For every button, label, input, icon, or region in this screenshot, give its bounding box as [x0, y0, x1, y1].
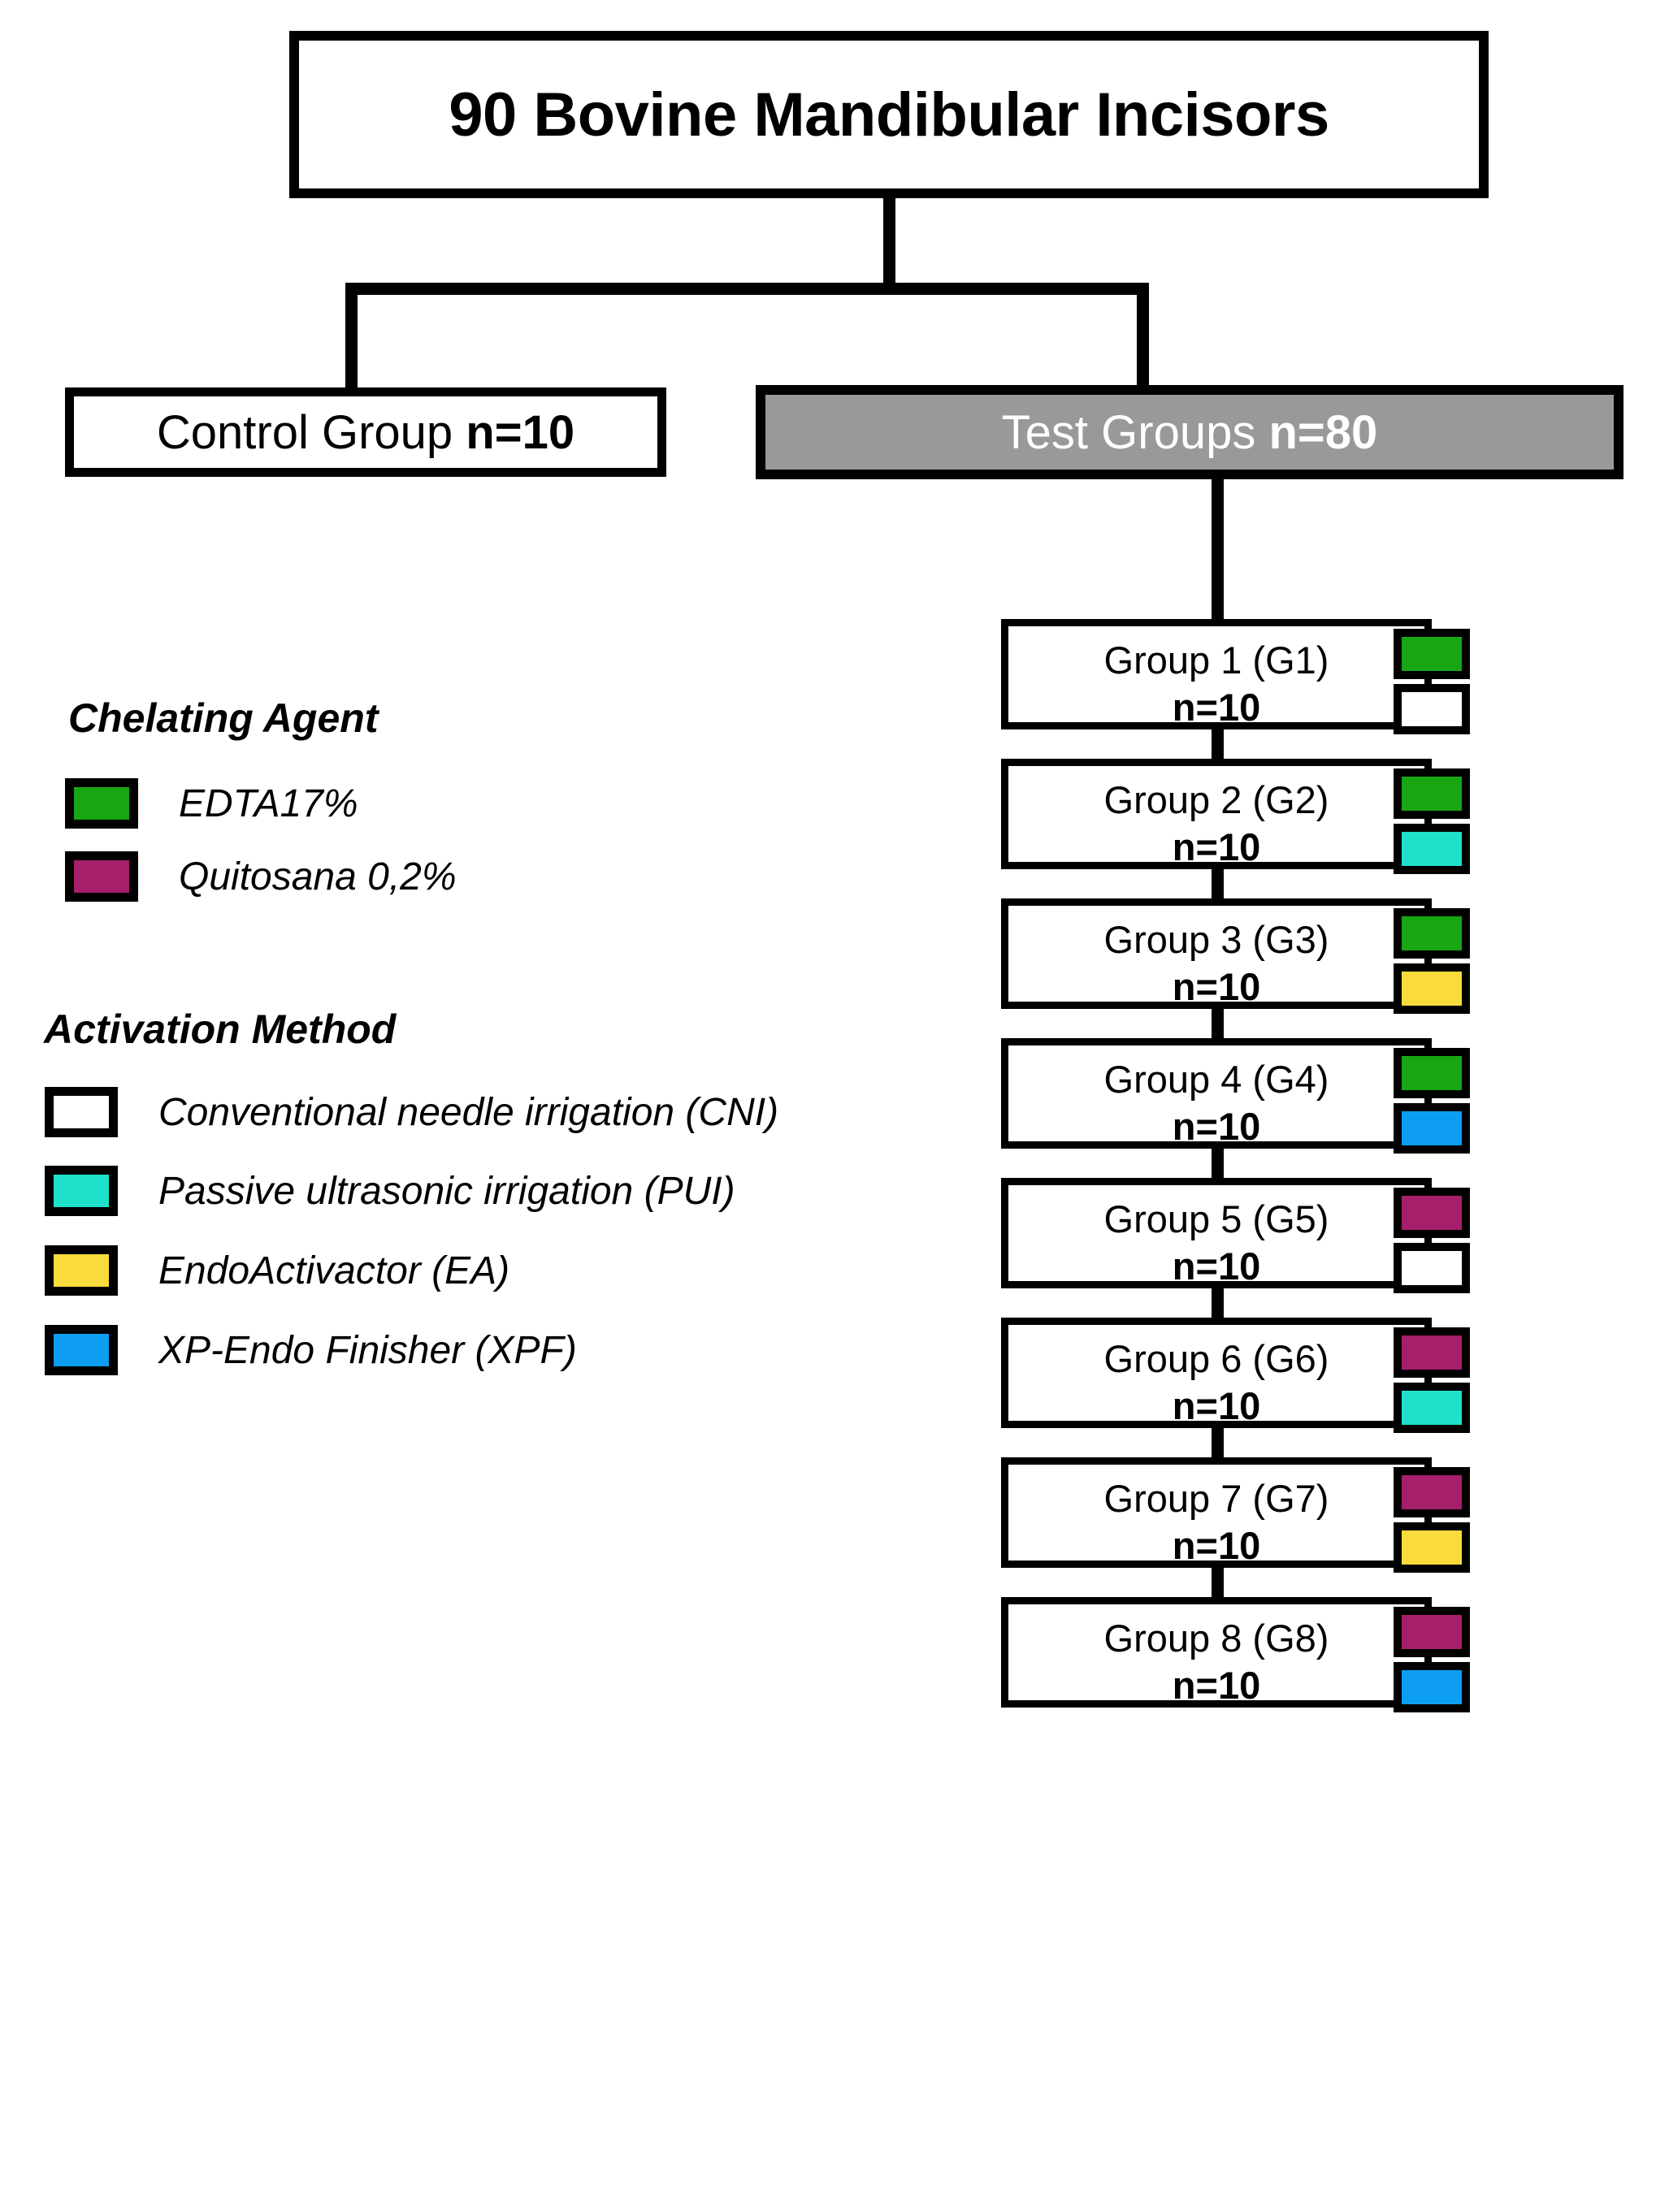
- group-swatches-g3: [1394, 908, 1470, 1014]
- group-count-g7: n=10: [1172, 1524, 1261, 1567]
- group-name-g2: Group 2 (G2): [1103, 778, 1329, 821]
- test-groups-box: Test Groups n=80: [756, 385, 1623, 479]
- connector-group-7-to-group-8: [1212, 1563, 1224, 1602]
- legend-swatch-ea: [45, 1245, 118, 1296]
- chelating-swatch-g5: [1394, 1188, 1470, 1238]
- activation-swatch-g1: [1394, 684, 1470, 734]
- chelating-swatch-g7: [1394, 1467, 1470, 1517]
- group-name-g4: Group 4 (G4): [1103, 1058, 1329, 1101]
- group-swatches-g8: [1394, 1607, 1470, 1712]
- legend-label-pui: Passive ultrasonic irrigation (PUI): [158, 1169, 735, 1213]
- legend-swatch-pui: [45, 1166, 118, 1216]
- activation-swatch-g3: [1394, 963, 1470, 1014]
- group-name-g6: Group 6 (G6): [1103, 1337, 1329, 1380]
- control-group-label: Control Group n=10: [157, 405, 574, 460]
- group-swatches-g2: [1394, 768, 1470, 874]
- chelating-swatch-g3: [1394, 908, 1470, 959]
- study-title-text: 90 Bovine Mandibular Incisors: [449, 80, 1329, 149]
- group-swatches-g4: [1394, 1048, 1470, 1154]
- group-box-g4[interactable]: Group 4 (G4)n=10: [1001, 1038, 1432, 1149]
- group-swatches-g7: [1394, 1467, 1470, 1573]
- group-count-g6: n=10: [1172, 1384, 1261, 1427]
- group-count-g1: n=10: [1172, 686, 1261, 729]
- group-name-g7: Group 7 (G7): [1103, 1477, 1329, 1520]
- group-name-g3: Group 3 (G3): [1103, 918, 1329, 961]
- connector-title-stem: [883, 198, 895, 284]
- connector-horizontal-split: [345, 283, 1149, 295]
- group-box-g8[interactable]: Group 8 (G8)n=10: [1001, 1597, 1432, 1708]
- group-swatches-g6: [1394, 1327, 1470, 1433]
- legend-label-ea: EndoActivactor (EA): [158, 1249, 510, 1292]
- legend-label-quitosana: Quitosana 0,2%: [179, 855, 457, 898]
- test-groups-label: Test Groups n=80: [1002, 405, 1378, 460]
- legend-swatch-cni: [45, 1087, 118, 1137]
- legend-item-xpf: XP-Endo Finisher (XPF): [45, 1325, 577, 1375]
- group-box-g7[interactable]: Group 7 (G7)n=10: [1001, 1457, 1432, 1568]
- group-swatches-g1: [1394, 629, 1470, 734]
- connector-group-3-to-group-4: [1212, 1004, 1224, 1043]
- connector-group-5-to-group-6: [1212, 1283, 1224, 1322]
- group-box-g2[interactable]: Group 2 (G2)n=10: [1001, 759, 1432, 869]
- legend-title-chelating-agent: Chelating Agent: [68, 695, 379, 741]
- connector-group-1-to-group-2: [1212, 725, 1224, 764]
- group-name-g5: Group 5 (G5): [1103, 1197, 1329, 1240]
- activation-swatch-g4: [1394, 1103, 1470, 1154]
- legend-swatch-edta: [65, 778, 138, 829]
- control-group-count: n=10: [466, 405, 575, 459]
- group-box-g1[interactable]: Group 1 (G1)n=10: [1001, 619, 1432, 729]
- chelating-swatch-g6: [1394, 1327, 1470, 1378]
- chelating-swatch-g2: [1394, 768, 1470, 819]
- connector-to-test-groups: [1137, 283, 1149, 388]
- group-box-g3[interactable]: Group 3 (G3)n=10: [1001, 898, 1432, 1009]
- activation-swatch-g2: [1394, 824, 1470, 874]
- chelating-swatch-g8: [1394, 1607, 1470, 1657]
- legend-swatch-quitosana: [65, 851, 138, 902]
- legend-item-quitosana: Quitosana 0,2%: [65, 851, 457, 902]
- connector-group-4-to-group-5: [1212, 1144, 1224, 1183]
- group-count-g3: n=10: [1172, 965, 1261, 1008]
- test-groups-name: Test Groups: [1001, 405, 1269, 459]
- activation-swatch-g8: [1394, 1662, 1470, 1712]
- legend-swatch-xpf: [45, 1325, 118, 1375]
- activation-swatch-g7: [1394, 1522, 1470, 1573]
- group-count-g8: n=10: [1172, 1664, 1261, 1707]
- legend-label-xpf: XP-Endo Finisher (XPF): [158, 1328, 577, 1372]
- legend-label-cni: Conventional needle irrigation (CNI): [158, 1090, 779, 1134]
- connector-test-groups-spine: [1212, 479, 1224, 619]
- group-name-g8: Group 8 (G8): [1103, 1617, 1329, 1660]
- group-count-g2: n=10: [1172, 825, 1261, 868]
- activation-swatch-g5: [1394, 1243, 1470, 1293]
- chelating-swatch-g4: [1394, 1048, 1470, 1098]
- legend-item-ea: EndoActivactor (EA): [45, 1245, 509, 1296]
- group-box-g6[interactable]: Group 6 (G6)n=10: [1001, 1318, 1432, 1428]
- legend-label-edta: EDTA17%: [179, 781, 358, 825]
- group-name-g1: Group 1 (G1): [1103, 638, 1329, 682]
- test-groups-count: n=80: [1268, 405, 1378, 459]
- control-group-box: Control Group n=10: [65, 387, 666, 477]
- legend-item-pui: Passive ultrasonic irrigation (PUI): [45, 1166, 735, 1216]
- legend-item-cni: Conventional needle irrigation (CNI): [45, 1087, 778, 1137]
- group-swatches-g5: [1394, 1188, 1470, 1293]
- connector-to-control: [345, 283, 358, 390]
- connector-group-2-to-group-3: [1212, 864, 1224, 903]
- legend-item-edta: EDTA17%: [65, 778, 358, 829]
- activation-swatch-g6: [1394, 1383, 1470, 1433]
- group-count-g5: n=10: [1172, 1245, 1261, 1288]
- group-count-g4: n=10: [1172, 1105, 1261, 1148]
- study-title-box: 90 Bovine Mandibular Incisors: [289, 31, 1489, 198]
- control-group-name: Control Group: [156, 405, 466, 459]
- chelating-swatch-g1: [1394, 629, 1470, 679]
- connector-group-6-to-group-7: [1212, 1423, 1224, 1462]
- legend-title-activation-method: Activation Method: [44, 1006, 397, 1052]
- group-box-g5[interactable]: Group 5 (G5) n=10: [1001, 1178, 1432, 1288]
